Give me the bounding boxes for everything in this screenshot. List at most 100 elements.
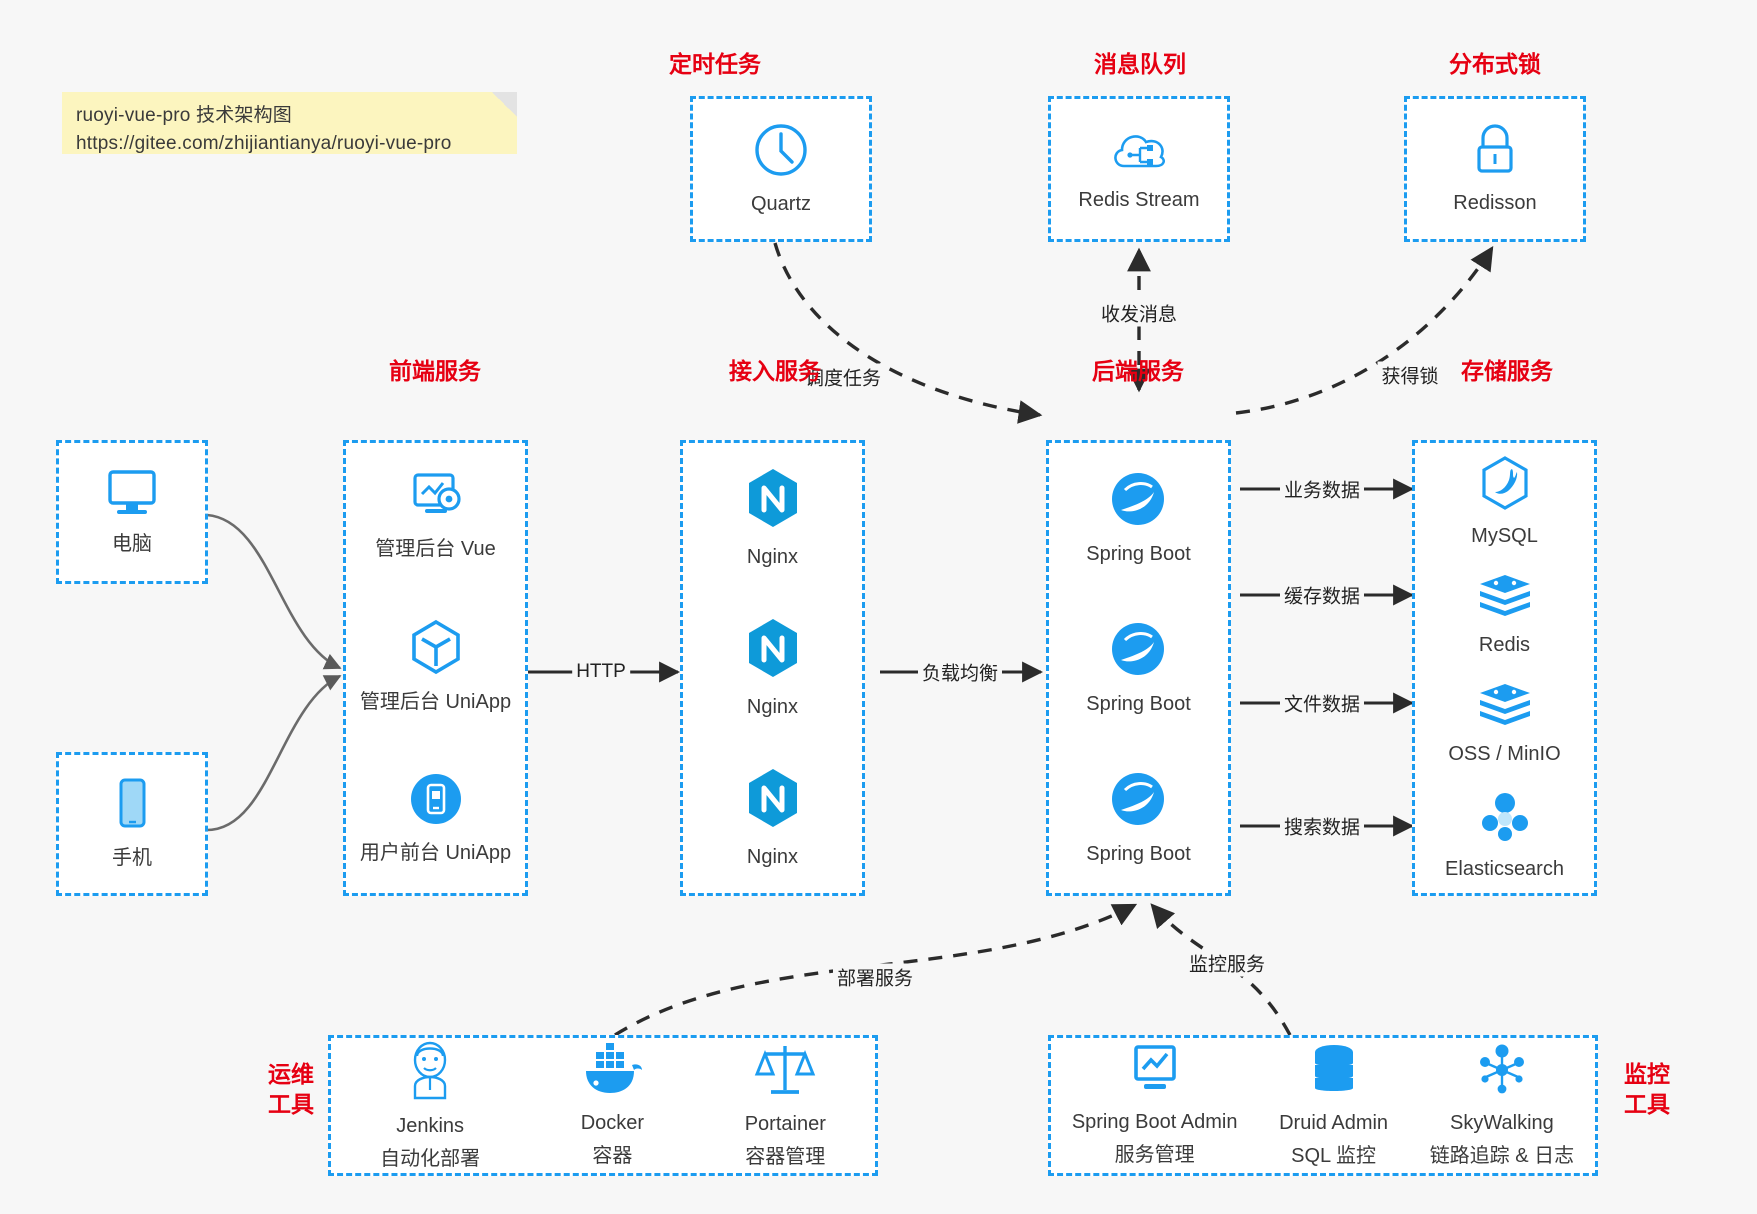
spring-boot-icon	[1107, 618, 1169, 685]
group-box-desktop-client: 电脑	[56, 440, 208, 584]
group-box-storage: MySQL Redis	[1412, 440, 1597, 896]
group-box-monitor-tools: Spring Boot Admin 服务管理 Druid Admin SQL 监…	[1048, 1035, 1598, 1176]
node-elasticsearch[interactable]: Elasticsearch	[1445, 789, 1564, 883]
group-box-distributed-lock: Redisson	[1404, 96, 1586, 242]
node-spring-boot-3[interactable]: Spring Boot	[1086, 768, 1191, 868]
jenkins-icon	[399, 1038, 461, 1107]
edge-label-business-data: 业务数据	[1279, 475, 1365, 503]
node-label: Docker	[580, 1112, 645, 1134]
node-spring-boot-1[interactable]: Spring Boot	[1086, 468, 1191, 568]
node-spring-boot-admin[interactable]: Spring Boot Admin 服务管理	[1071, 1042, 1238, 1169]
group-box-ops-tools: Jenkins 自动化部署 Docker 容器	[328, 1035, 878, 1176]
clock-icon	[751, 120, 811, 185]
node-quartz[interactable]: Quartz	[751, 120, 811, 218]
node-label: Redisson	[1453, 192, 1537, 214]
monitor-title-line-1: 监控	[1624, 1061, 1670, 1087]
mysql-icon	[1476, 454, 1534, 517]
node-sublabel: 容器	[592, 1145, 633, 1167]
node-label: Redis	[1478, 633, 1531, 656]
node-druid-admin[interactable]: Druid Admin SQL 监控	[1279, 1041, 1388, 1170]
node-spring-boot-2[interactable]: Spring Boot	[1086, 618, 1191, 718]
monitor-title-line-2: 工具	[1624, 1090, 1670, 1117]
diagram-note: ruoyi-vue-pro 技术架构图 https://gitee.com/zh…	[62, 92, 517, 154]
node-label: 用户前台 UniApp	[359, 841, 512, 864]
group-title-monitor-tools: 监控 工具	[1612, 1060, 1682, 1120]
node-label: Portainer	[744, 1113, 826, 1135]
group-title-frontend: 前端服务	[389, 358, 481, 384]
node-redisson[interactable]: Redisson	[1453, 121, 1537, 217]
lock-icon	[1467, 121, 1523, 184]
group-title-scheduled-task: 定时任务	[669, 51, 761, 77]
group-title-distributed-lock: 分布式锁	[1449, 51, 1541, 77]
node-label: 管理后台 Vue	[375, 538, 496, 561]
node-sublabel: 服务管理	[1114, 1144, 1195, 1166]
node-label: Quartz	[750, 193, 812, 215]
node-sublabel: SQL 监控	[1291, 1145, 1376, 1167]
nginx-icon	[742, 465, 804, 538]
node-label: Jenkins	[396, 1115, 465, 1137]
portainer-icon	[753, 1040, 817, 1105]
node-nginx-2[interactable]: Nginx	[742, 615, 804, 721]
nginx-icon	[742, 765, 804, 838]
redis-icon	[1476, 571, 1534, 626]
note-line-2: https://gitee.com/zhijiantianya/ruoyi-vu…	[76, 132, 452, 154]
node-admin-vue[interactable]: 管理后台 Vue	[375, 469, 496, 563]
node-redis-stream[interactable]: Redis Stream	[1078, 124, 1200, 214]
node-label: 手机	[112, 847, 152, 869]
node-oss-minio[interactable]: OSS / MinIO	[1448, 680, 1561, 768]
node-label: Spring Boot	[1086, 843, 1191, 865]
group-box-scheduled-task: Quartz	[690, 96, 872, 242]
edge-label-acquire-lock: 获得锁	[1377, 361, 1443, 389]
group-box-gateway: Nginx Nginx Nginx	[680, 440, 865, 896]
node-label: Nginx	[746, 696, 799, 718]
node-label: Nginx	[746, 546, 799, 568]
ops-title-line-1: 运维	[268, 1061, 314, 1087]
cloud-stream-icon	[1108, 124, 1170, 181]
database-icon	[1305, 1041, 1363, 1104]
node-admin-uniapp[interactable]: 管理后台 UniApp	[360, 616, 511, 716]
node-label: Druid Admin	[1279, 1112, 1389, 1134]
node-label: Elasticsearch	[1445, 857, 1564, 880]
node-mobile[interactable]: 手机	[111, 776, 153, 872]
node-label: 电脑	[112, 533, 152, 555]
node-sublabel: 容器管理	[745, 1146, 826, 1168]
docker-icon	[578, 1041, 646, 1104]
group-title-ops-tools: 运维 工具	[256, 1060, 326, 1120]
node-label: Redis Stream	[1078, 189, 1200, 211]
node-user-uniapp[interactable]: 用户前台 UniApp	[360, 769, 511, 867]
mobile-icon	[111, 776, 153, 839]
edge-label-monitor-service: 监控服务	[1184, 949, 1270, 977]
group-title-backend: 后端服务	[1092, 358, 1184, 384]
edge-label-search-data: 搜索数据	[1279, 812, 1365, 840]
spring-boot-icon	[1107, 468, 1169, 535]
group-box-frontend: 管理后台 Vue 管理后台 UniApp 用户前台 UniApp	[343, 440, 528, 896]
node-label: SkyWalking	[1450, 1112, 1554, 1134]
edge-label-file-data: 文件数据	[1279, 689, 1365, 717]
spring-boot-icon	[1107, 768, 1169, 835]
elasticsearch-icon	[1476, 789, 1534, 850]
edge-label-deploy-service: 部署服务	[832, 963, 918, 991]
node-desktop[interactable]: 电脑	[101, 466, 163, 558]
monitor-chart-icon	[1124, 1042, 1186, 1103]
node-label: Spring Boot	[1086, 693, 1191, 715]
edge-label-schedule-task: 调度任务	[800, 363, 886, 391]
node-label: 管理后台 UniApp	[359, 690, 512, 713]
cube-icon	[405, 616, 467, 683]
node-docker[interactable]: Docker 容器	[578, 1041, 646, 1170]
node-label: Nginx	[746, 846, 799, 868]
node-sublabel: 自动化部署	[380, 1148, 481, 1170]
node-nginx-1[interactable]: Nginx	[742, 465, 804, 571]
edge-label-load-balance: 负载均衡	[917, 658, 1003, 686]
group-title-storage: 存储服务	[1461, 358, 1553, 384]
node-nginx-3[interactable]: Nginx	[742, 765, 804, 871]
node-portainer[interactable]: Portainer 容器管理	[745, 1040, 826, 1171]
desktop-icon	[101, 466, 163, 525]
node-label: Spring Boot Admin	[1071, 1111, 1238, 1133]
node-mysql[interactable]: MySQL	[1471, 454, 1538, 550]
node-jenkins[interactable]: Jenkins 自动化部署	[380, 1038, 480, 1173]
node-skywalking[interactable]: SkyWalking 链路追踪 & 日志	[1430, 1041, 1574, 1170]
nginx-icon	[742, 615, 804, 688]
node-redis[interactable]: Redis	[1476, 571, 1534, 659]
edge-label-cache-data: 缓存数据	[1279, 581, 1365, 609]
